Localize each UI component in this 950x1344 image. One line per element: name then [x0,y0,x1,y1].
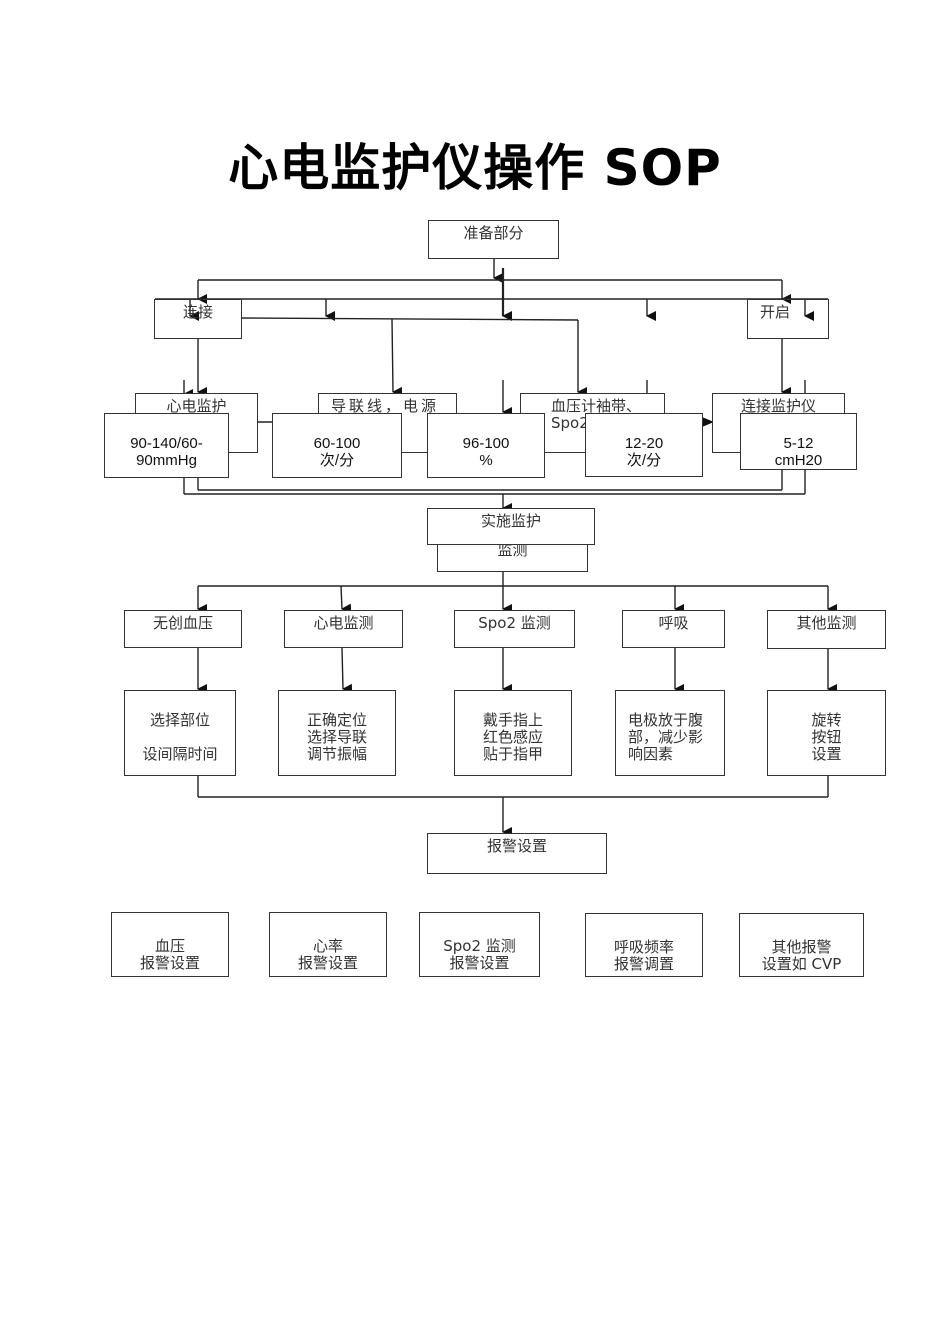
alarm-settings-box: 报警设置 [427,833,607,874]
normal-range-hr: 60-100 次/分 [313,435,361,469]
normal-range-box: 60-100 次/分 [272,413,402,478]
alarm-item-text: Spo2 监测 报警设置 [443,937,516,972]
normal-range-box: 90-140/60- 90mmHg [104,413,229,478]
step-box: 电极放于腹 部，减少影 响因素 [615,690,725,776]
alarm-item-box: 其他报警 设置如 CVP [739,913,864,977]
step-text: 旋转 按钮 设置 [811,711,842,763]
alarm-item-text: 血压 报警设置 [139,937,200,972]
step-box: 正确定位 选择导联 调节振幅 [278,690,396,776]
implement-box: 实施监护 [427,508,595,545]
prep-sub-label: 连接监护仪 [740,397,816,415]
step-text: 正确定位 选择导联 调节振幅 [306,711,367,763]
step-text: 戴手指上 红色感应 贴于指甲 [482,711,543,763]
step-box: 旋转 按钮 设置 [767,690,886,776]
monitor-sub-label: 监测 [497,541,528,559]
category-label: 其他监测 [796,614,857,632]
page-title: 心电监护仪操作 SOP [228,139,722,197]
category-label: 呼吸 [658,614,689,632]
normal-range-spo2: 96-100 % [462,435,510,469]
prep-sub-label: 血压计袖带、Spo2 [551,397,642,432]
start-label: 开启 [760,303,791,321]
connector [340,585,352,614]
step-box: 戴手指上 红色感应 贴于指甲 [454,690,572,776]
alarm-item-box: 血压 报警设置 [111,912,229,977]
normal-range-bp: 90-140/60- 90mmHg [130,435,203,469]
alarm-item-text: 其他报警 设置如 CVP [761,938,842,973]
normal-range-box: 96-100 % [427,413,545,478]
alarm-item-box: 心率 报警设置 [269,912,387,977]
step-text: 选择部位 设间隔时间 [142,711,218,763]
prep-sub-label: 心电监护 [166,397,227,415]
step-text: 电极放于腹 部，减少影 响因素 [628,711,704,763]
prep-root-box: 准备部分 [428,220,559,259]
category-label: Spo2 监测 [478,614,551,632]
normal-range-resp: 12-20 次/分 [624,435,664,469]
connect-box: 连接 [154,299,242,339]
category-label: 心电监测 [313,614,374,632]
alarm-settings-label: 报警设置 [486,837,547,855]
alarm-item-box: 呼吸频率 报警调置 [585,913,703,977]
category-label: 无创血压 [152,614,213,632]
category-box: Spo2 监测 [454,610,575,648]
alarm-item-text: 心率 报警设置 [297,937,358,972]
step-box: 选择部位 设间隔时间 [124,690,236,776]
category-box: 其他监测 [767,610,886,649]
connect-label: 连接 [182,303,213,321]
category-box: 无创血压 [124,610,242,648]
category-box: 心电监测 [284,610,403,648]
start-box: 开启 [747,299,829,339]
normal-range-box: 5-12 cmH20 [740,413,857,470]
normal-range-box: 12-20 次/分 [585,413,703,477]
alarm-item-text: 呼吸频率 报警调置 [613,938,674,973]
category-box: 呼吸 [622,610,725,648]
prep-root-label: 准备部分 [463,224,524,242]
connector [341,647,353,694]
connector [240,317,579,321]
implement-label: 实施监护 [480,512,541,530]
alarm-item-box: Spo2 监测 报警设置 [419,912,540,977]
connector [391,318,403,397]
normal-range-cvp: 5-12 cmH20 [774,435,823,469]
